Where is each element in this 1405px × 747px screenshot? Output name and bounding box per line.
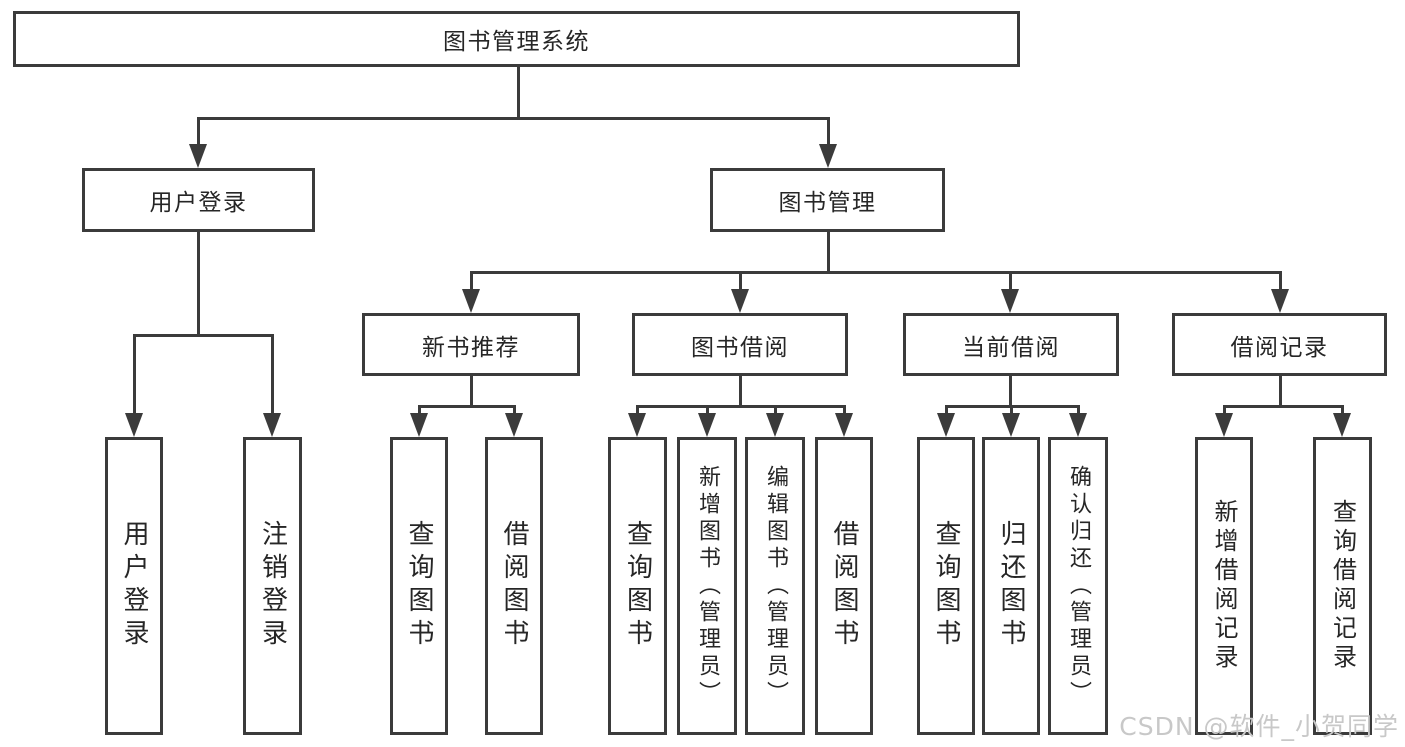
node-leaf-add-borrow-record: 新增借阅记录 [1195,437,1253,735]
node-label: 归还图书 [996,520,1026,652]
arrowhead-icon [766,413,784,437]
arrowhead-icon [1001,289,1019,313]
node-label: 新书推荐 [422,334,520,361]
arrowhead-icon [263,413,281,437]
node-leaf-logout: 注销登录 [243,437,302,735]
arrow-stem [513,406,516,413]
arrow-stem [1341,406,1344,413]
node-label: 借阅记录 [1230,334,1329,361]
connector-line [1009,376,1012,406]
node-current-borrowing: 当前借阅 [903,313,1119,376]
node-new-book-recommend: 新书推荐 [362,313,580,376]
node-label: 编辑图书（管理员） [763,464,788,708]
arrow-stem [418,406,421,413]
arrow-stem [1077,406,1080,413]
arrowhead-icon [1002,413,1020,437]
node-label: 图书管理系统 [443,29,590,55]
arrowhead-icon [731,289,749,313]
connector-line [1223,405,1344,408]
connector-line [470,376,473,406]
node-label: 图书管理 [778,190,877,216]
node-leaf-user-login: 用户登录 [105,437,163,735]
node-book-borrowing: 图书借阅 [632,313,848,376]
node-book-management-branch: 图书管理 [710,168,945,232]
node-label: 新增图书（管理员） [695,464,720,708]
node-leaf-query-books-newrec: 查询图书 [390,437,448,735]
node-label: 当前借阅 [962,334,1060,361]
arrowhead-icon [1333,413,1351,437]
node-label: 查询图书 [931,520,961,652]
node-leaf-query-borrow-record: 查询借阅记录 [1313,437,1372,735]
arrowhead-icon [1271,289,1289,313]
arrow-stem [1010,406,1013,413]
connector-line [133,334,274,337]
node-borrowing-records: 借阅记录 [1172,313,1387,376]
arrowhead-icon [189,144,207,168]
node-label: 查询图书 [404,520,434,652]
node-label: 用户登录 [119,520,149,652]
node-library-system: 图书管理系统 [13,11,1020,67]
arrow-stem [827,118,830,144]
arrowhead-icon [819,144,837,168]
node-label: 查询图书 [622,520,653,652]
node-label: 查询借阅记录 [1328,499,1357,673]
node-leaf-add-book-admin: 新增图书（管理员） [677,437,737,735]
arrow-stem [470,272,473,289]
connector-line [1279,376,1282,406]
connector-line [517,67,520,118]
connector-line [827,232,830,272]
connector-line [197,117,830,120]
arrow-stem [1279,272,1282,289]
node-label: 新增借阅记录 [1210,499,1238,673]
arrow-stem [706,406,709,413]
arrow-stem [739,272,742,289]
node-label: 用户登录 [149,190,248,216]
node-label: 图书借阅 [691,334,789,361]
arrowhead-icon [410,413,428,437]
connector-line [636,405,846,408]
arrow-stem [1223,406,1226,413]
arrowhead-icon [835,413,853,437]
arrow-stem [197,118,200,144]
connector-line [470,271,1282,274]
arrow-stem [636,406,639,413]
arrowhead-icon [462,289,480,313]
arrowhead-icon [125,413,143,437]
arrow-stem [133,335,136,413]
csdn-watermark: CSDN @软件_小贺同学 [1119,712,1399,741]
node-label: 借阅图书 [499,520,529,652]
arrowhead-icon [505,413,523,437]
connector-line [418,405,516,408]
arrow-stem [945,406,948,413]
node-label: 确认归还（管理员） [1066,464,1091,708]
node-leaf-confirm-return-admin: 确认归还（管理员） [1048,437,1108,735]
arrow-stem [1009,272,1012,289]
node-leaf-return-book: 归还图书 [982,437,1040,735]
node-leaf-borrow-books-newrec: 借阅图书 [485,437,543,735]
arrow-stem [774,406,777,413]
node-label: 注销登录 [257,520,288,652]
arrowhead-icon [698,413,716,437]
arrow-stem [843,406,846,413]
node-label: 借阅图书 [829,520,859,652]
arrowhead-icon [937,413,955,437]
connector-line [197,232,200,335]
node-leaf-query-books-current: 查询图书 [917,437,975,735]
arrowhead-icon [628,413,646,437]
node-user-login-branch: 用户登录 [82,168,315,232]
arrowhead-icon [1215,413,1233,437]
node-leaf-edit-book-admin: 编辑图书（管理员） [745,437,805,735]
node-leaf-borrow-books-borrow: 借阅图书 [815,437,873,735]
arrow-stem [271,335,274,413]
arrowhead-icon [1069,413,1087,437]
connector-line [739,376,742,406]
node-leaf-query-books-borrow: 查询图书 [608,437,667,735]
